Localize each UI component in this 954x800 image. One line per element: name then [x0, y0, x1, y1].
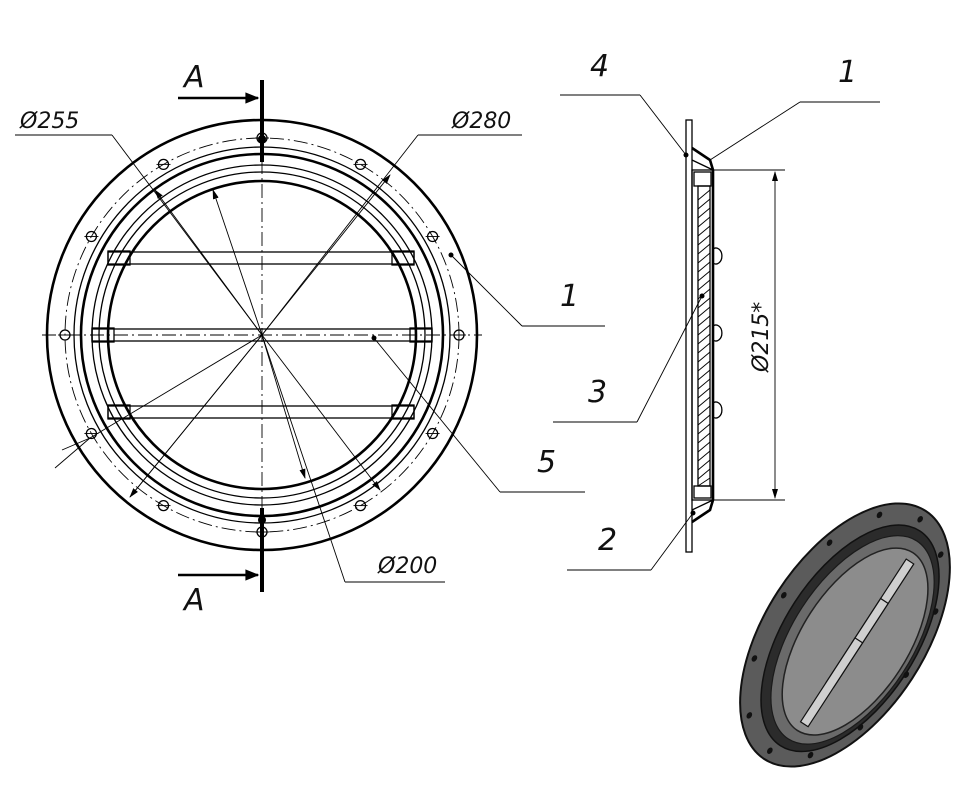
hatch-line — [697, 306, 711, 318]
hatch-line — [697, 459, 711, 471]
dim-200-label: Ø200 — [377, 554, 437, 579]
hatch-line — [697, 396, 711, 408]
hatch-line — [697, 225, 711, 237]
hatch-line — [697, 270, 711, 282]
render-bolt-hole — [780, 592, 787, 599]
callout-side-1: 1 — [838, 55, 857, 90]
render-bolt-hole — [746, 712, 753, 719]
hatch-line — [697, 468, 711, 480]
hatch-line — [697, 243, 711, 255]
isometric-render — [739, 502, 951, 768]
render-bolt-hole — [751, 655, 758, 662]
section-label-top: A — [182, 60, 205, 95]
render-bolt-hole — [917, 516, 923, 523]
section-line-a — [178, 80, 266, 592]
callout-side-1-leader — [709, 101, 880, 161]
callout-front-1-leader — [448, 252, 605, 327]
hatch-line — [697, 423, 711, 435]
hatch-line — [697, 189, 711, 201]
callout-front-5: 5 — [537, 445, 556, 480]
render-bolt-hole — [903, 671, 910, 678]
callout-side-3: 3 — [588, 375, 607, 410]
bar-bump — [712, 401, 723, 419]
callout-side-4-leader — [560, 94, 689, 158]
hatch-line — [697, 477, 711, 487]
bar-top — [107, 251, 415, 265]
render-bolt-holes — [746, 511, 944, 759]
clip — [107, 404, 131, 420]
callout-front-5-leader — [371, 335, 585, 493]
bar-bottom — [107, 405, 415, 419]
hatch-line — [697, 432, 711, 444]
hatch-line — [697, 198, 711, 210]
render-bolt-hole — [767, 747, 773, 754]
clip — [391, 250, 415, 266]
front-view: A A Ø255 Ø280 Ø200 — [15, 60, 605, 618]
hatch-line — [697, 333, 711, 345]
render-bolt-hole — [826, 539, 833, 546]
hatch-line — [697, 261, 711, 273]
render-bolt-hole — [937, 551, 944, 558]
render-bars — [799, 558, 915, 728]
bar-bump — [712, 247, 723, 265]
clip — [107, 250, 131, 266]
dim-255-label: Ø255 — [19, 109, 79, 134]
hatch-line — [697, 405, 711, 417]
render-bolt-hole — [807, 751, 814, 759]
hatch-line — [697, 441, 711, 453]
side-flange — [685, 119, 693, 553]
dim-215-label: Ø215* — [749, 302, 774, 373]
dim-255-leader — [15, 134, 263, 498]
hatch-line — [697, 369, 711, 381]
dim-215-line — [713, 169, 785, 501]
callout-side-2-leader — [567, 510, 696, 571]
hatch-line — [697, 342, 711, 354]
render-bolt-hole — [932, 608, 939, 615]
side-grille-hatch — [697, 185, 711, 487]
hatch-line — [697, 351, 711, 363]
side-frame — [691, 169, 714, 501]
side-section-view: Ø215* 4 1 3 2 — [553, 49, 880, 571]
render-bolt-hole — [857, 724, 864, 731]
dim-280-leader — [54, 134, 522, 469]
hatch-line — [697, 207, 711, 219]
bar-bump — [712, 324, 723, 342]
hatch-line — [697, 279, 711, 291]
hatch-line — [697, 297, 711, 309]
dim-200-leader — [212, 189, 445, 583]
callout-side-2: 2 — [598, 523, 617, 558]
hatch-line — [697, 216, 711, 228]
hatch-line — [697, 324, 711, 336]
hatch-line — [697, 414, 711, 426]
hatch-line — [697, 450, 711, 462]
callout-side-3-leader — [553, 293, 705, 423]
clip — [391, 404, 415, 420]
callout-side-4: 4 — [590, 49, 609, 84]
hatch-line — [697, 387, 711, 399]
callout-front-1: 1 — [560, 279, 579, 314]
hatch-line — [697, 234, 711, 246]
hatch-line — [697, 360, 711, 372]
render-bolt-hole — [876, 511, 883, 519]
section-label-bottom: A — [182, 583, 205, 618]
hatch-line — [697, 315, 711, 327]
hatch-line — [697, 252, 711, 264]
hatch-line — [697, 378, 711, 390]
dim-280-label: Ø280 — [451, 109, 511, 134]
